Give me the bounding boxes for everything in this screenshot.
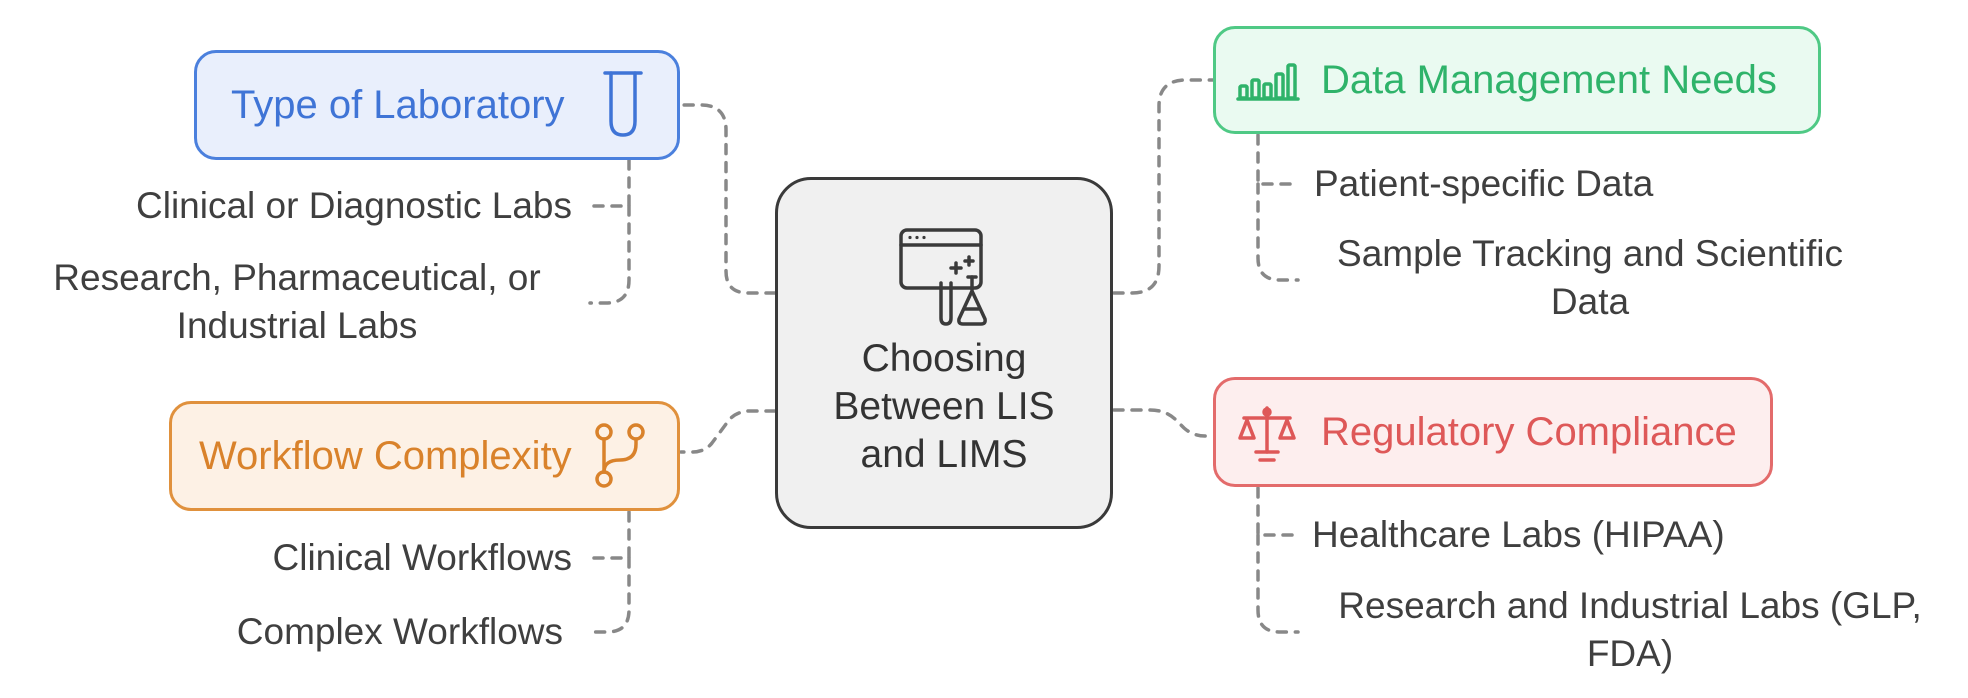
wf-item-clinical: Clinical Workflows xyxy=(273,534,573,582)
connector-lab xyxy=(679,103,777,295)
connector-data xyxy=(1112,78,1215,295)
branch-title: Workflow Complexity xyxy=(199,434,572,478)
central-title-line-1: Choosing xyxy=(861,337,1027,380)
lab-item-clinical-text: Clinical or Diagnostic Labs xyxy=(136,185,572,226)
branch-title: Data Management Needs xyxy=(1321,58,1777,102)
bar-chart-icon xyxy=(1236,63,1300,101)
connector-regulatory xyxy=(1112,408,1215,438)
data-item-sample-line-2: Data xyxy=(1550,281,1630,322)
browser-lab-flask-icon xyxy=(899,228,987,326)
wf-item-clinical-text: Clinical Workflows xyxy=(272,537,573,578)
data-item-sample: Sample Tracking and Scientific Data xyxy=(1300,230,1880,326)
reg-item-research-line-1: Research and Industrial Labs (GLP, xyxy=(1338,585,1922,626)
connector-lab-item-1 xyxy=(592,158,631,208)
branch-title: Type of Laboratory xyxy=(231,83,565,127)
branch-data-management-needs: Data Management Needs xyxy=(1213,26,1821,134)
connector-reg-item-2 xyxy=(1256,533,1300,634)
central-title-line-2: Between LIS xyxy=(833,385,1055,428)
balance-scale-icon xyxy=(1238,406,1296,462)
connector-data-item-2 xyxy=(1256,182,1300,282)
wf-item-complex: Complex Workflows xyxy=(237,608,563,656)
data-item-patient-text: Patient-specific Data xyxy=(1314,163,1654,204)
lab-item-research-line-1: Research, Pharmaceutical, or xyxy=(53,257,541,298)
reg-item-research: Research and Industrial Labs (GLP, FDA) xyxy=(1300,582,1960,678)
lab-item-clinical: Clinical or Diagnostic Labs xyxy=(136,182,572,230)
test-tube-icon xyxy=(603,71,643,137)
lab-item-research-line-2: Industrial Labs xyxy=(176,305,418,346)
reg-item-healthcare-text: Healthcare Labs (HIPAA) xyxy=(1312,514,1725,555)
data-item-sample-line-1: Sample Tracking and Scientific xyxy=(1337,233,1843,274)
central-topic-node: Choosing Between LIS and LIMS xyxy=(775,177,1113,529)
data-item-patient: Patient-specific Data xyxy=(1314,160,1653,208)
connector-wf-item-2 xyxy=(588,556,631,634)
connector-data-item-1 xyxy=(1256,133,1300,186)
git-branch-icon xyxy=(595,423,645,488)
wf-item-complex-text: Complex Workflows xyxy=(236,611,563,652)
branch-regulatory-compliance: Regulatory Compliance xyxy=(1213,377,1773,487)
connector-workflow xyxy=(679,409,777,454)
branch-type-of-laboratory: Type of Laboratory xyxy=(194,50,680,160)
connector-reg-item-1 xyxy=(1256,486,1300,537)
central-title-line-3: and LIMS xyxy=(860,433,1028,476)
branch-workflow-complexity: Workflow Complexity xyxy=(169,401,680,511)
connector-lab-item-2 xyxy=(588,204,631,305)
central-topic-title: Choosing Between LIS and LIMS xyxy=(778,335,1110,479)
connector-wf-item-1 xyxy=(592,510,631,560)
branch-title: Regulatory Compliance xyxy=(1321,410,1737,454)
lab-item-research: Research, Pharmaceutical, or Industrial … xyxy=(30,254,564,350)
reg-item-research-line-2: FDA) xyxy=(1586,633,1674,674)
reg-item-healthcare: Healthcare Labs (HIPAA) xyxy=(1312,511,1725,559)
